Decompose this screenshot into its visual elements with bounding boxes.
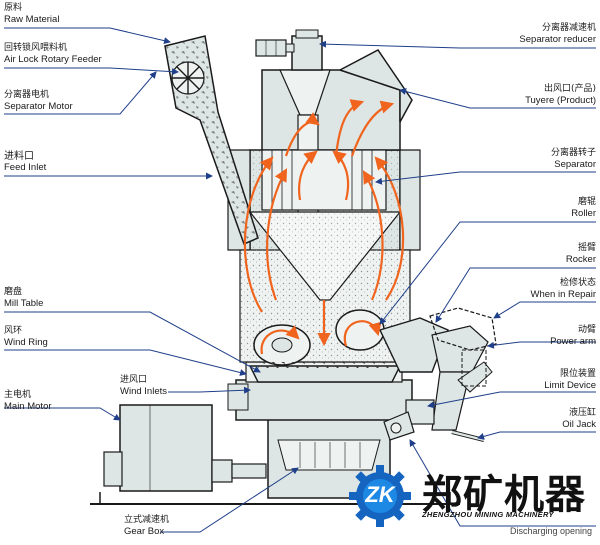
label-tuyere: 出风口(产品)Tuyere (Product): [525, 84, 596, 106]
gear-box: [267, 417, 391, 499]
mill-table: [248, 362, 402, 383]
tuyere-outlet: [338, 49, 413, 123]
label-discharging-opening: Discharging opening: [510, 526, 593, 536]
main-motor: [103, 404, 267, 492]
separator-reducer: [291, 29, 323, 71]
air-flow-arrows: [243, 99, 405, 355]
repair-outline: [429, 307, 497, 387]
brand-name-en: ZHENGZHOU MINING MACHINERY: [422, 510, 554, 519]
brand-name-zh: 郑矿机器: [422, 472, 586, 518]
separator-motor: [255, 39, 295, 57]
gear-logo-icon: ZK: [348, 464, 412, 528]
return-cone: [248, 211, 402, 301]
leader-lines: [4, 27, 596, 533]
brand-mark-text: ZK: [365, 482, 395, 507]
brand-logo: ZK 郑矿机器 ZHENGZHOU MINING MACHINERY: [340, 458, 600, 538]
rotary-feeder: [171, 61, 205, 95]
rocker-assembly: [379, 317, 493, 442]
